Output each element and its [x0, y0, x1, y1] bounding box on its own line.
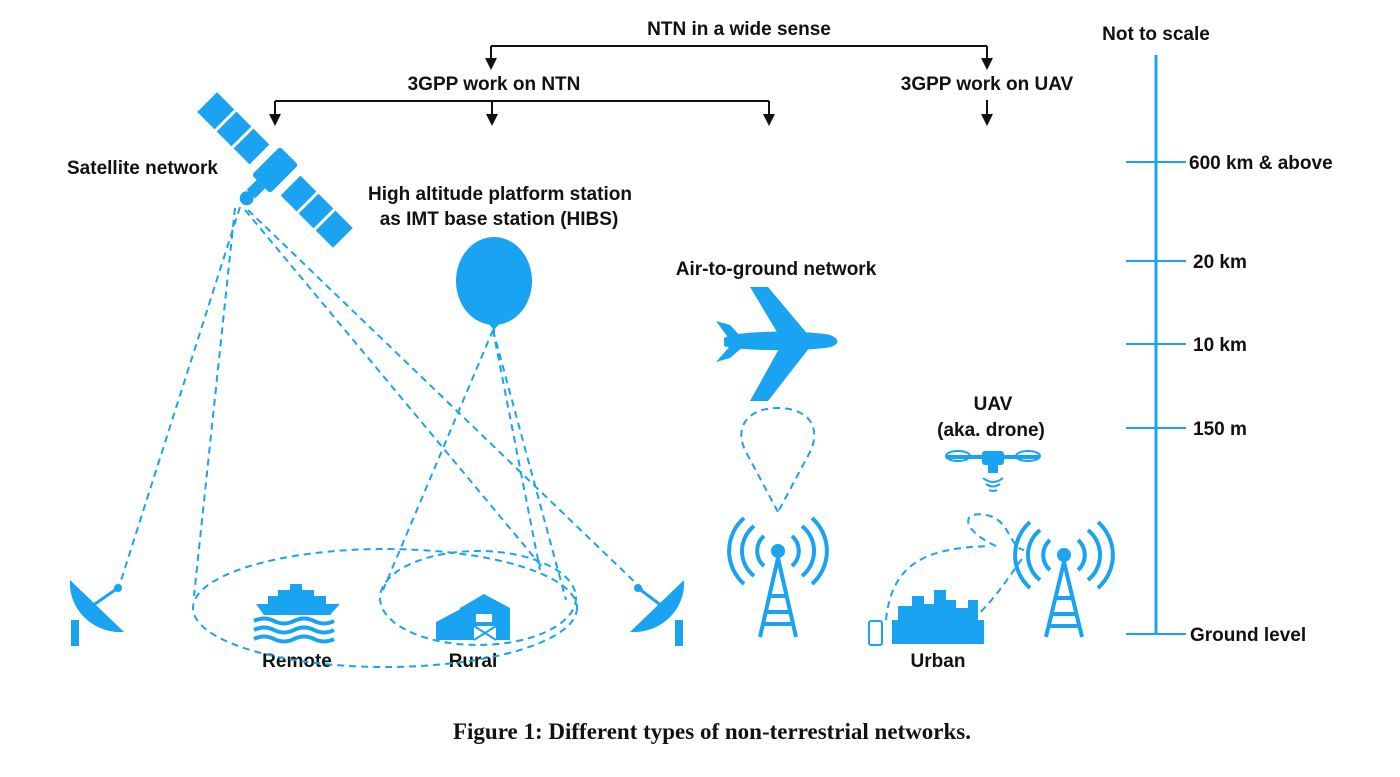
satellite-icon	[197, 92, 353, 248]
satellite-link-right-dish	[247, 209, 644, 591]
hibs-label-line1: High altitude platform station	[368, 184, 632, 205]
ship-icon	[253, 584, 340, 644]
rural-label: Rural	[449, 651, 498, 672]
uav-label-line1: UAV	[974, 394, 1013, 415]
city-skyline-icon	[892, 590, 984, 644]
scale-label-ground: Ground level	[1190, 625, 1306, 646]
cell-tower-icon	[1013, 520, 1115, 638]
smartphone-icon	[868, 620, 883, 646]
phone-to-tower-link	[885, 545, 991, 621]
satellite-beam-left	[193, 207, 236, 597]
figure-caption: Figure 1: Different types of non-terrest…	[453, 719, 971, 744]
satellite-coverage-area	[192, 548, 578, 668]
urban-label: Urban	[911, 651, 966, 672]
dashed-links	[117, 206, 1025, 668]
hierarchy-brackets	[269, 45, 993, 126]
hibs-label-line2: as IMT base station (HIBS)	[380, 209, 619, 230]
dish-antenna-icon	[69, 580, 124, 646]
drone-icon	[945, 450, 1041, 492]
hierarchy-ntn-label: 3GPP work on NTN	[408, 74, 581, 95]
scale-label-150m: 150 m	[1193, 419, 1247, 440]
satellite-network-label: Satellite network	[67, 158, 218, 179]
scale-label-10km: 10 km	[1193, 335, 1247, 356]
urban-to-tower-link	[971, 555, 1025, 621]
remote-label: Remote	[262, 651, 332, 672]
cell-tower-icon	[727, 516, 829, 638]
barn-icon	[436, 594, 510, 641]
hibs-beam-2	[492, 329, 541, 571]
satellite-link-left-dish	[117, 206, 241, 591]
air-to-ground-label: Air-to-ground network	[676, 259, 877, 280]
scale-title: Not to scale	[1102, 24, 1210, 45]
drone-link-loop	[967, 513, 1025, 551]
hibs-beam-3	[492, 329, 567, 601]
hierarchy-uav-label: 3GPP work on UAV	[901, 74, 1074, 95]
balloon-icon	[456, 237, 532, 336]
altitude-scale	[1126, 55, 1186, 635]
scale-label-600km: 600 km & above	[1189, 153, 1333, 174]
hierarchy-top-label: NTN in a wide sense	[647, 19, 831, 40]
dish-antenna-icon	[630, 580, 685, 646]
hibs-coverage-area	[379, 550, 577, 646]
air-to-ground-link	[740, 406, 816, 513]
airplane-icon	[716, 287, 838, 401]
scale-label-20km: 20 km	[1193, 252, 1247, 273]
uav-label-line2: (aka. drone)	[937, 420, 1045, 441]
satellite-beam-right	[244, 209, 544, 569]
